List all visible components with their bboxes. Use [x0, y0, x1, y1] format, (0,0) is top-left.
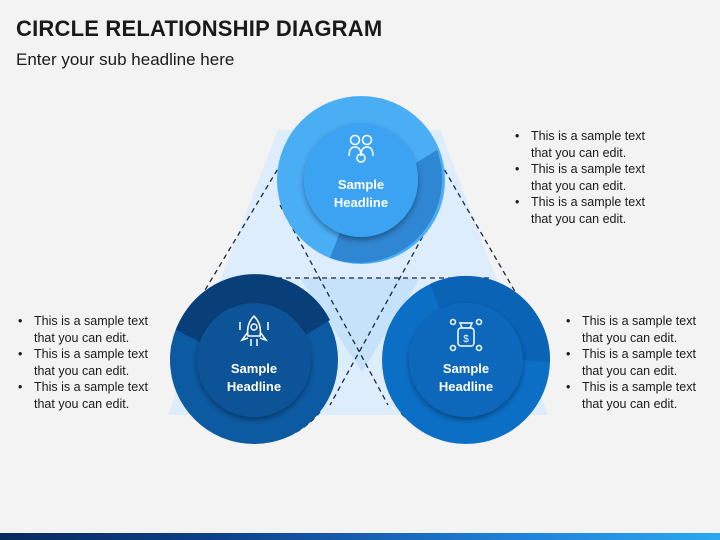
left-circle-label-line2: Headline [227, 379, 281, 394]
top-circle-label-line2: Headline [334, 195, 388, 210]
bottom-accent-bar [0, 533, 720, 540]
right-circle-label-line2: Headline [439, 379, 493, 394]
inner-triangle [300, 278, 420, 372]
money-bag-icon: $ [449, 318, 483, 352]
page-subtitle: Enter your sub headline here [16, 50, 235, 69]
rocket-icon [239, 314, 269, 346]
family-icon [348, 134, 374, 163]
top-circle: Sample Headline [277, 96, 445, 264]
svg-text:$: $ [463, 334, 469, 345]
page-title: CIRCLE RELATIONSHIP DIAGRAM [16, 16, 383, 41]
left-circle-label-line1: Sample [231, 361, 277, 376]
right-circle: $ Sample Headline [382, 275, 551, 444]
top-circle-label-line1: Sample [338, 177, 384, 192]
right-circle-label-line1: Sample [443, 361, 489, 376]
left-circle: Sample Headline [170, 274, 338, 444]
